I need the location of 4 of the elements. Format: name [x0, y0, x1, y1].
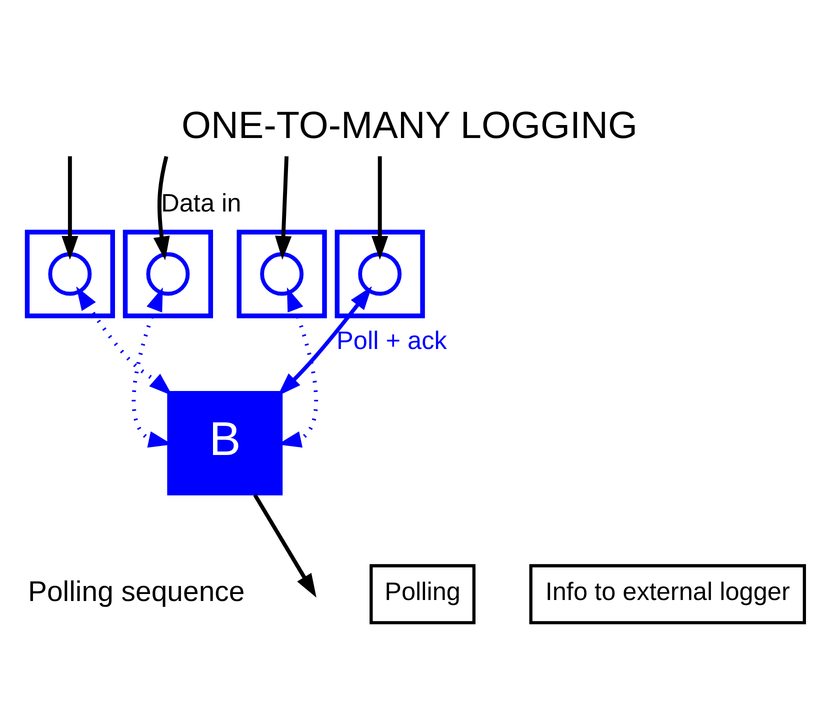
edge-label: Data in [161, 189, 242, 218]
diagram-title: ONE-TO-MANY LOGGING [181, 105, 638, 148]
edge-label: Poll + ack [336, 326, 447, 355]
label: Polling sequence [28, 576, 245, 608]
